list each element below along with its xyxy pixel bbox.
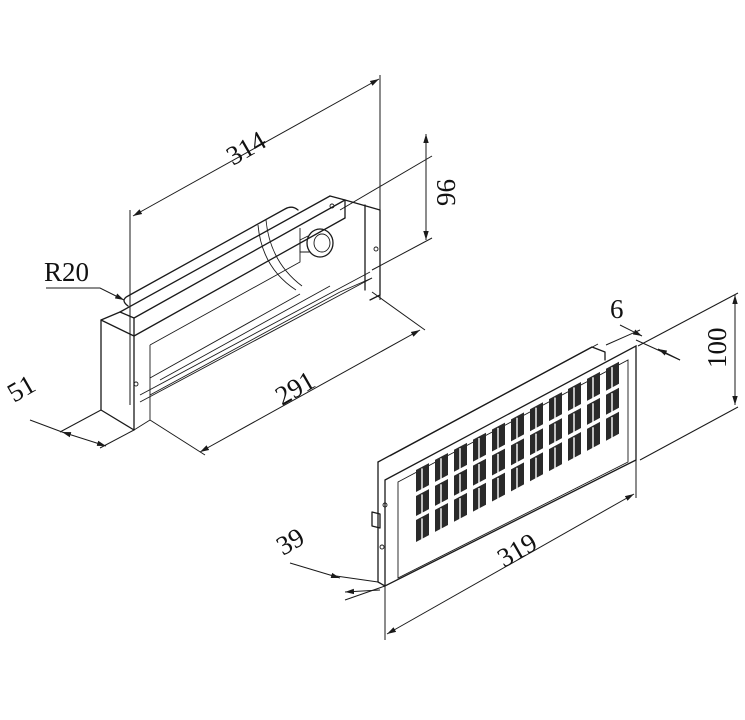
dim-length-top: 314: [221, 125, 272, 171]
dim-flange: 6: [610, 294, 624, 324]
dim-depth-grille: 39: [271, 522, 309, 561]
dim-height-grille: 100: [702, 328, 732, 369]
dim-length-grille: 319: [492, 527, 542, 573]
dimension-lines: [29, 75, 739, 640]
dim-height-front: 96: [431, 179, 461, 206]
housing-part: [100, 195, 381, 431]
dim-radius: R20: [44, 257, 89, 287]
dim-depth: 51: [2, 369, 40, 408]
dim-length-inner: 291: [270, 365, 320, 411]
